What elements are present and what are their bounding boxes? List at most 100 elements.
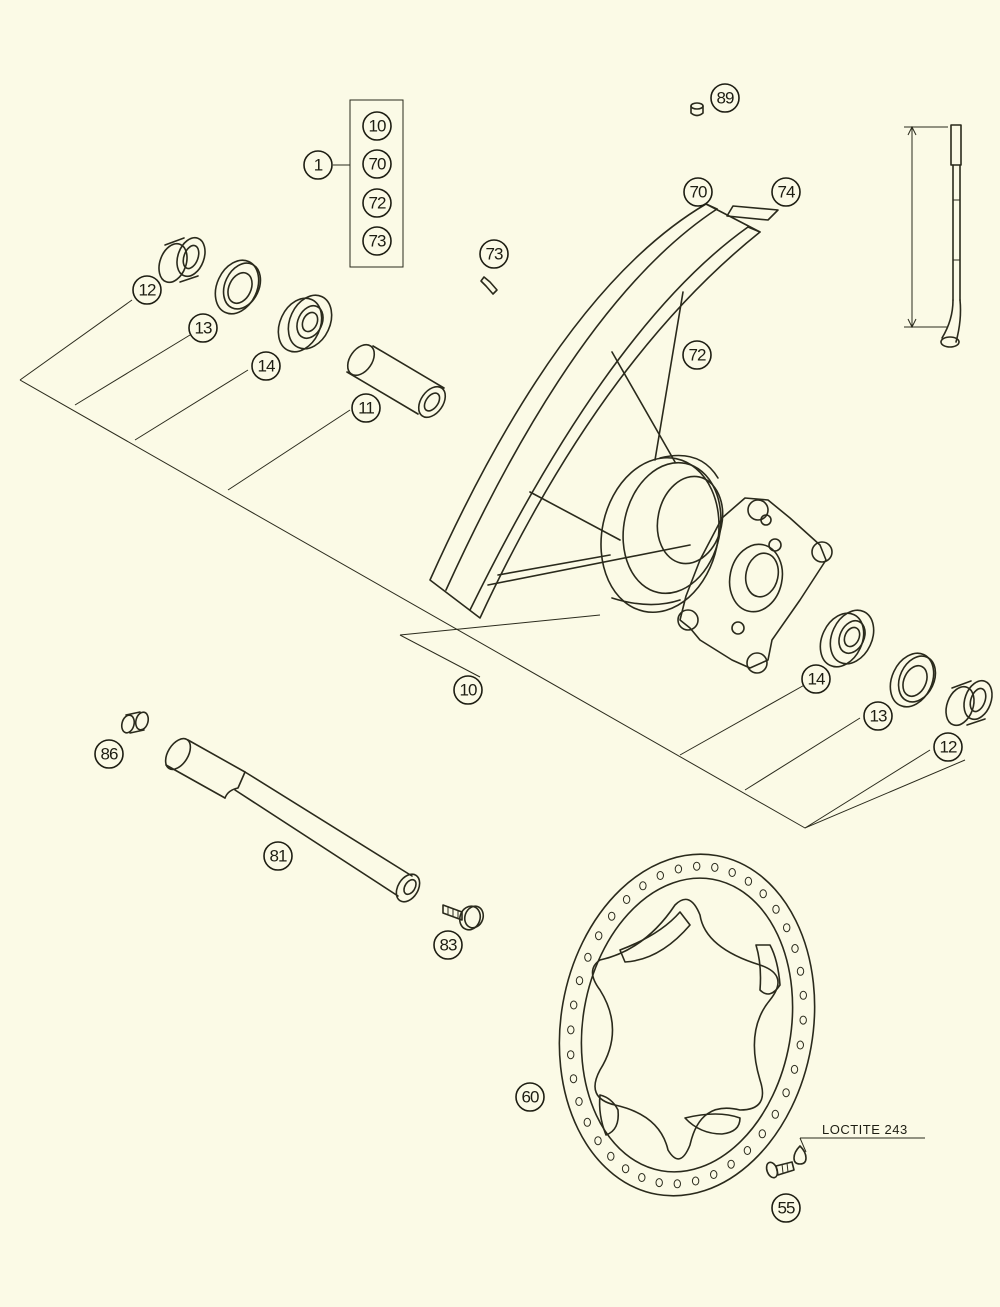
callout-73[interactable]: 73 [479, 239, 509, 269]
disc-hole [744, 876, 753, 886]
seal-13-left [214, 259, 262, 315]
disc-hole [622, 895, 631, 904]
svg-text:12: 12 [139, 281, 156, 300]
svg-text:81: 81 [270, 847, 287, 866]
svg-text:12: 12 [940, 738, 957, 757]
disc-hole [673, 1179, 681, 1189]
disc-hole [727, 1159, 735, 1169]
callout-14-right[interactable]: 14 [801, 664, 831, 694]
kit-item-10[interactable]: 10 [362, 111, 392, 141]
disc-hole [570, 1000, 578, 1010]
disc-hole [693, 861, 701, 871]
svg-text:10: 10 [369, 117, 386, 136]
svg-text:60: 60 [522, 1088, 539, 1107]
callout-14-left[interactable]: 14 [251, 351, 281, 381]
svg-text:55: 55 [778, 1199, 795, 1218]
callout-11[interactable]: 11 [351, 393, 381, 423]
disc-hole [575, 976, 584, 986]
disc-hole [782, 1088, 790, 1098]
callout-86[interactable]: 86 [94, 739, 124, 769]
disc-hole [771, 1109, 779, 1119]
svg-text:73: 73 [486, 245, 503, 264]
axle-81 [164, 737, 421, 903]
disc-hole [655, 1178, 663, 1188]
callout-83[interactable]: 83 [433, 930, 463, 960]
rim-tape-74 [726, 205, 779, 221]
svg-text:72: 72 [369, 194, 386, 213]
disc-hole [710, 1170, 718, 1179]
disc-hole [595, 931, 603, 941]
nipple-73 [480, 276, 498, 295]
svg-text:89: 89 [717, 89, 734, 108]
disc-hole [583, 1117, 591, 1127]
disc-hole [799, 990, 807, 1000]
loctite-drop-icon [793, 1145, 807, 1165]
disc-hole [575, 1097, 583, 1106]
kit-item-70[interactable]: 70 [362, 149, 392, 179]
seal-13-right [889, 652, 937, 708]
disc-hole [691, 1176, 700, 1186]
disc-hole [743, 1146, 752, 1155]
svg-text:70: 70 [369, 155, 386, 174]
brake-disc-60 [558, 853, 816, 1197]
callout-55[interactable]: 55 [771, 1193, 801, 1223]
callout-60[interactable]: 60 [515, 1082, 545, 1112]
kit-callout[interactable]: 1 [303, 150, 333, 180]
spacer-tube-11 [346, 343, 447, 419]
spokes-72 [487, 291, 691, 586]
disc-hole [594, 1136, 602, 1146]
disc-hole [759, 889, 767, 899]
disc-hole [567, 1025, 575, 1035]
disc-hole [790, 1064, 799, 1074]
svg-text:73: 73 [369, 232, 386, 251]
disc-hole [772, 904, 780, 914]
svg-text:13: 13 [195, 319, 212, 338]
svg-text:86: 86 [101, 745, 118, 764]
kit-label: 1 [314, 156, 323, 175]
disc-hole [567, 1050, 575, 1060]
spacer-12-left [158, 236, 206, 284]
valve-cap-89 [690, 102, 704, 117]
callout-12-left[interactable]: 12 [132, 275, 162, 305]
disc-hole [728, 868, 736, 877]
kit-item-73[interactable]: 73 [362, 226, 392, 256]
svg-text:72: 72 [689, 346, 706, 365]
disc-hole [608, 911, 616, 921]
callout-10[interactable]: 10 [453, 675, 483, 705]
disc-hole [674, 864, 683, 874]
svg-text:13: 13 [870, 707, 887, 726]
disc-hole [783, 923, 791, 933]
svg-text:10: 10 [460, 681, 477, 700]
kit-item-72[interactable]: 72 [362, 188, 392, 218]
disc-hole [758, 1129, 766, 1139]
spacer-12-right [945, 679, 993, 727]
bearing-14-left [277, 294, 333, 353]
callout-74[interactable]: 74 [771, 177, 801, 207]
callout-89[interactable]: 89 [710, 83, 740, 113]
svg-text:14: 14 [258, 357, 275, 376]
callout-13-left[interactable]: 13 [188, 313, 218, 343]
disc-hole [796, 1040, 804, 1050]
disc-hole [584, 952, 592, 962]
disc-hole [639, 881, 647, 891]
svg-text:74: 74 [778, 183, 795, 202]
callout-81[interactable]: 81 [263, 841, 293, 871]
callout-72[interactable]: 72 [682, 340, 712, 370]
callout-70[interactable]: 70 [683, 177, 713, 207]
disc-hole [799, 1015, 807, 1025]
loctite-note: LOCTITE 243 [822, 1122, 908, 1137]
disc-hole [569, 1074, 578, 1084]
disc-hole [791, 944, 799, 953]
disc-hole [796, 966, 805, 976]
disc-hole [711, 862, 719, 872]
callout-12-right[interactable]: 12 [933, 732, 963, 762]
bearing-14-right [819, 609, 875, 668]
svg-text:70: 70 [690, 183, 707, 202]
disc-hole [607, 1151, 615, 1161]
svg-text:11: 11 [358, 399, 374, 418]
callout-13-right[interactable]: 13 [863, 701, 893, 731]
svg-text:83: 83 [440, 936, 457, 955]
hub-10 [600, 454, 833, 674]
disc-hole [621, 1164, 630, 1174]
